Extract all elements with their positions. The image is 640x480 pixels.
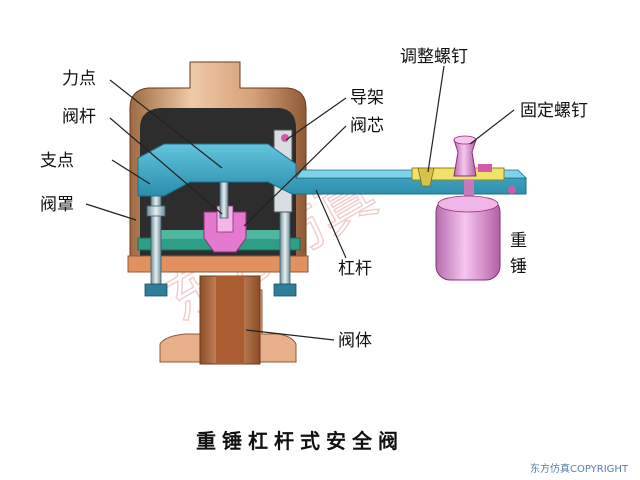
heavy-weight bbox=[435, 180, 501, 281]
leader-gangan bbox=[315, 189, 347, 259]
label-daojia: 导架 bbox=[350, 88, 384, 108]
label-tiaozheng: 调整螺钉 bbox=[400, 47, 468, 67]
leader-fati bbox=[245, 329, 335, 341]
label-faxin: 阀芯 bbox=[350, 116, 384, 136]
fixing-screw-body bbox=[453, 139, 477, 177]
diagram-caption: 重锤杠杆式安全阀 bbox=[196, 429, 404, 453]
lever-end-pin bbox=[508, 186, 516, 194]
valve-body bbox=[159, 275, 297, 365]
leader-faxin bbox=[243, 125, 347, 227]
label-guding: 固定螺钉 bbox=[520, 101, 588, 121]
leader-lidian bbox=[109, 79, 223, 169]
leader-fagan bbox=[109, 117, 223, 215]
label-lidian: 力点 bbox=[62, 69, 96, 89]
hood-base-band bbox=[127, 255, 309, 273]
label-fati: 阀体 bbox=[338, 331, 372, 351]
labels: 力点 阀杆 支点 阀罩 导架 阀芯 调整螺钉 固定螺钉 重 锤 杠杆 阀体 bbox=[40, 47, 588, 351]
label-fazhao: 阀罩 bbox=[40, 195, 74, 215]
label-zhidian: 支点 bbox=[40, 151, 74, 171]
leader-fazhao bbox=[85, 203, 137, 221]
weight-hanger bbox=[464, 180, 474, 200]
label-gangan: 杠杆 bbox=[338, 259, 372, 279]
leader-daojia bbox=[285, 97, 347, 141]
fixing-screw bbox=[453, 135, 477, 177]
weight-top bbox=[437, 195, 499, 213]
label-fagan: 阀杆 bbox=[62, 107, 96, 127]
label-zhongchui-1: 重 bbox=[510, 231, 527, 251]
leader-guding bbox=[469, 109, 515, 145]
guide-frame-pin bbox=[281, 134, 289, 142]
clamp-pin bbox=[478, 164, 492, 172]
leader-tiaozheng bbox=[427, 65, 445, 173]
valve-body-bore bbox=[216, 276, 244, 364]
fulcrum-nut-bottom bbox=[144, 283, 168, 297]
copyright-text: 东方仿真COPYRIGHT bbox=[530, 462, 629, 475]
guide-nut-bottom bbox=[273, 283, 297, 297]
fulcrum-nut-mid bbox=[146, 205, 166, 217]
leader-lines bbox=[85, 65, 515, 341]
guide-bolt bbox=[273, 195, 297, 297]
fixing-screw-head bbox=[453, 135, 477, 145]
leader-zhidian bbox=[111, 159, 151, 185]
label-zhongchui-2: 锤 bbox=[510, 257, 527, 277]
